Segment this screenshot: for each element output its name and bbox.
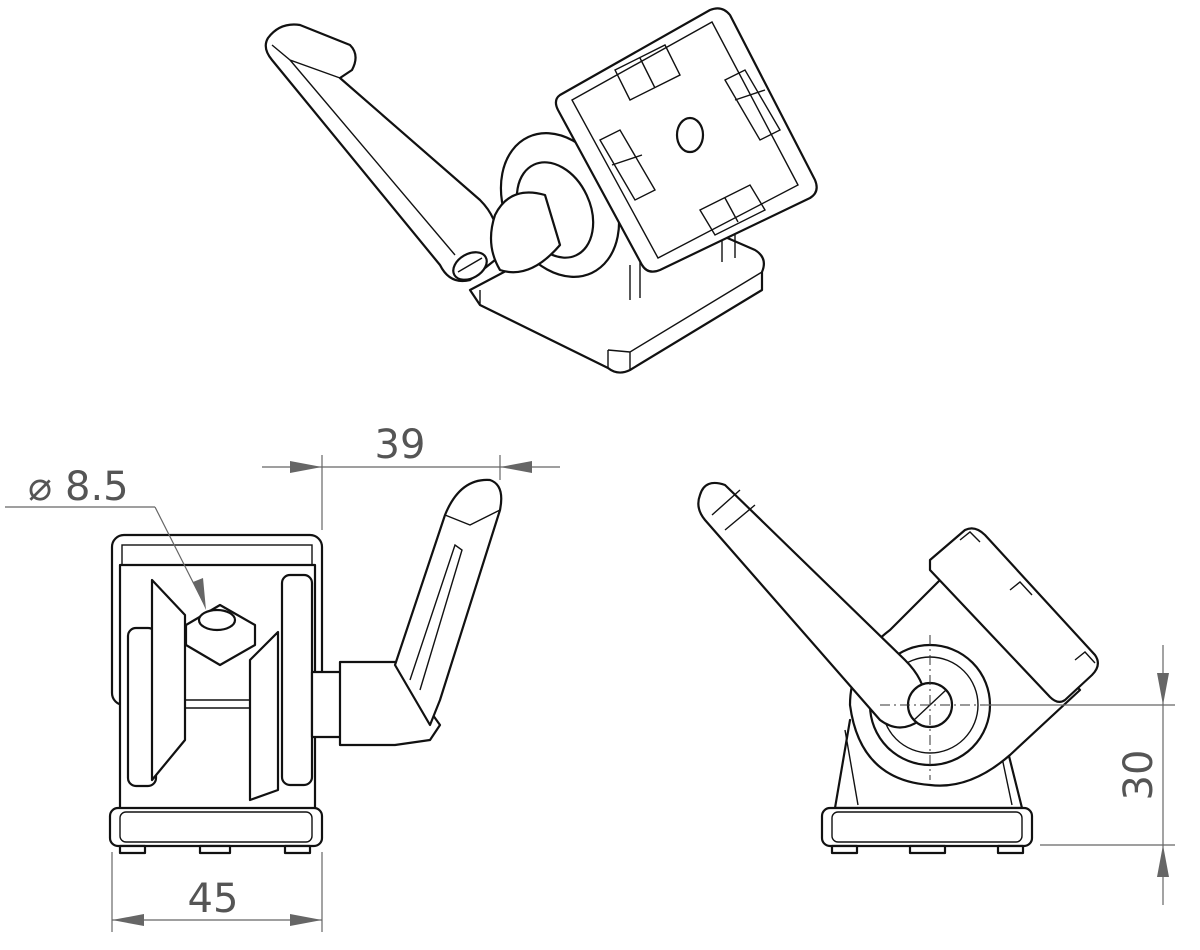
side-handle	[697, 481, 927, 729]
front-nut-hole	[197, 608, 237, 632]
front-view	[108, 478, 503, 855]
iso-screw-slot	[457, 257, 483, 273]
dimension-hole-diameter: ⌀ 8.5	[5, 464, 206, 610]
front-handle-edges	[409, 509, 501, 691]
dimension-45-label: 45	[188, 876, 239, 922]
iso-plate-edge	[571, 21, 799, 259]
front-right-wedge	[248, 630, 280, 802]
iso-hub-cone	[489, 191, 562, 274]
side-mounting-plate	[928, 527, 1099, 704]
diameter-symbol: ⌀	[28, 464, 52, 510]
side-foot-1	[830, 844, 859, 855]
dimension-hole-label: 8.5	[65, 464, 129, 510]
dimension-39: 39	[262, 422, 560, 530]
side-foot-2	[908, 844, 947, 855]
iso-screw	[452, 251, 488, 281]
side-handle-edges	[711, 489, 756, 531]
dimension-30: 30	[985, 645, 1175, 905]
front-right-flange	[280, 573, 314, 787]
side-plate-tabs	[959, 531, 1096, 664]
iso-handle-edges	[271, 44, 456, 256]
front-foot-3	[283, 844, 312, 855]
dimension-39-label: 39	[375, 422, 426, 468]
iso-handle	[264, 23, 499, 283]
front-left-wedge	[150, 578, 187, 782]
iso-legs	[629, 235, 736, 300]
iso-slots	[599, 44, 781, 236]
front-knob-collar	[310, 670, 346, 739]
side-base-plate	[820, 806, 1034, 848]
side-view	[697, 481, 1099, 855]
side-base-edge	[831, 811, 1023, 843]
dimension-30-label: 30	[1116, 750, 1162, 801]
iso-base-edges	[479, 271, 763, 370]
side-foot-3	[996, 844, 1025, 855]
iso-center-hole	[675, 116, 705, 154]
front-handle	[393, 478, 503, 727]
front-base-plate	[108, 806, 324, 848]
front-foot-1	[118, 844, 147, 855]
front-base-edge	[119, 811, 313, 843]
isometric-view	[264, 7, 818, 374]
dimension-45: 45	[111, 852, 323, 932]
front-foot-2	[198, 844, 232, 855]
